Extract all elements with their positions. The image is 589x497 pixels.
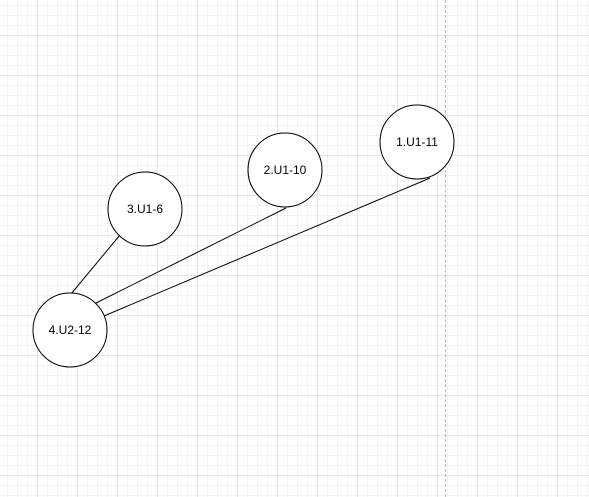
node-1-circle[interactable] <box>379 104 455 180</box>
node-2[interactable]: 2.U1-10 <box>247 132 323 208</box>
node-1-label: 1.U1-11 <box>396 135 438 149</box>
node-2-circle[interactable] <box>247 132 323 208</box>
node-4[interactable]: 4.U2-12 <box>32 292 108 368</box>
edge-n1-n4[interactable] <box>103 177 431 317</box>
node-3-label: 3.U1-6 <box>127 202 163 216</box>
edge-n3-n4[interactable] <box>70 234 121 295</box>
edge-n2-n4[interactable] <box>95 207 287 304</box>
node-4-circle[interactable] <box>32 292 108 368</box>
node-3-circle[interactable] <box>107 171 183 247</box>
node-3[interactable]: 3.U1-6 <box>107 171 183 247</box>
node-1[interactable]: 1.U1-11 <box>379 104 455 180</box>
node-2-label: 2.U1-10 <box>264 163 307 177</box>
node-4-label: 4.U2-12 <box>49 323 92 337</box>
page-break-line <box>445 0 446 497</box>
